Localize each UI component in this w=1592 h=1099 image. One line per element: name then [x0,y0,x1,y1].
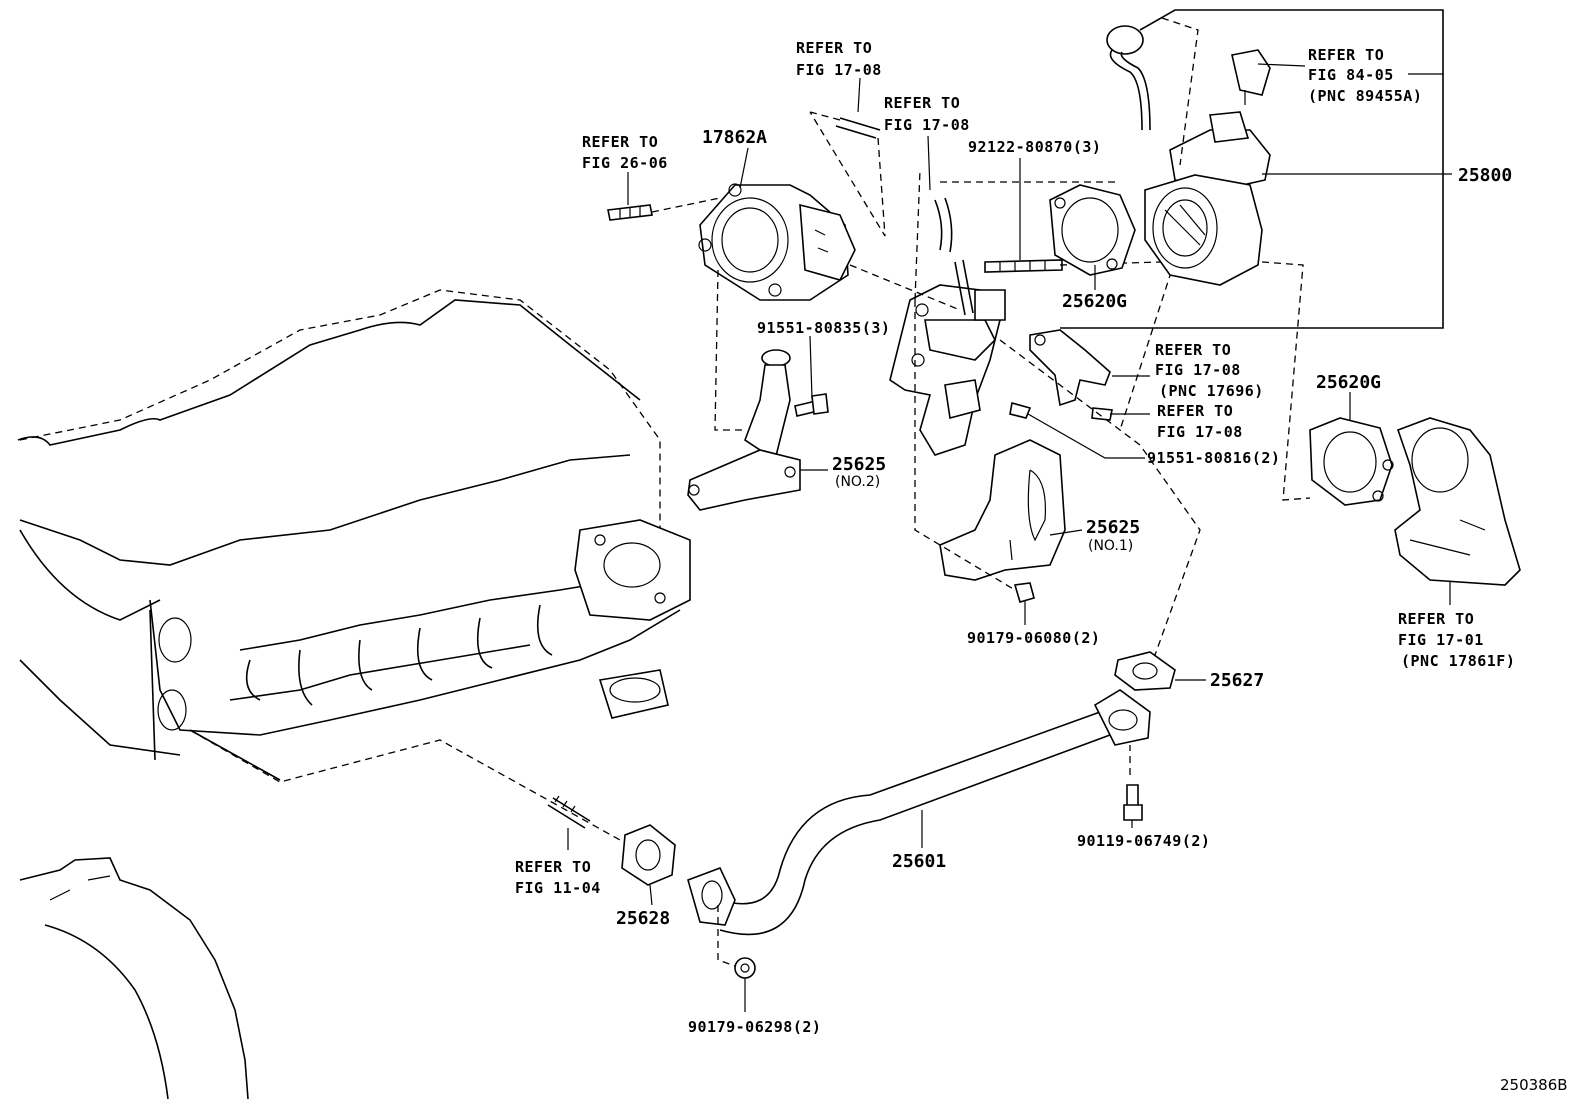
part-25625-no1: 25625 [1086,517,1140,538]
hose-17-08-top [835,117,881,139]
refer-17696-line1: REFER TO [1155,341,1231,359]
gasket-25627 [1114,651,1176,691]
part-90179-06080: 90179-06080(2) [967,629,1100,647]
egr-valve-25800 [1144,111,1271,286]
part-25625-no2: 25625 [832,454,886,475]
part-25628: 25628 [616,908,670,929]
egr-pipe-25601 [687,689,1151,936]
egr-valve-bracket [889,284,1006,456]
engine-block-drawing [17,289,691,1099]
leader-25625-no1 [1049,529,1083,536]
refer-17-08-top-line2: FIG 17-08 [796,61,882,79]
leader-refer-17-08-mid [927,135,931,191]
part-25625-no2-sub: (NO.2) [835,474,880,490]
bracket-25625-no2 [687,349,801,511]
part-25627: 25627 [1210,670,1264,691]
position-sensor-89455a [1231,49,1271,105]
part-92122-80870: 92122-80870(3) [968,138,1101,156]
part-25800: 25800 [1458,165,1512,186]
part-91551-80835: 91551-80835(3) [757,319,890,337]
leader-17862a [739,147,749,189]
bolt-90119-06749 [1123,784,1143,821]
hose-17-08-mid [934,197,974,316]
bracket-17696 [1029,329,1111,407]
part-90179-06298: 90179-06298(2) [688,1018,821,1036]
gasket-25628 [621,824,676,886]
bolt-91551-80816-a [1009,401,1032,419]
leader-refer-84-05 [1257,63,1443,75]
egr-pipe-17861f [1394,417,1521,586]
nut-90179-06080 [1013,582,1035,603]
vacuum-switch-sensor [1106,25,1151,131]
refer-11-04-line1: REFER TO [515,858,591,876]
refer-84-05-line3: (PNC 89455A) [1308,87,1422,105]
refer-17-08-lower-line2: FIG 17-08 [1157,423,1243,441]
heat-shield-25625-no1 [939,439,1066,581]
part-91551-80816: 91551-80816(2) [1147,449,1280,467]
part-25620g-right: 25620G [1316,372,1381,393]
stud-bolt-upper [607,204,653,221]
refer-11-04-line2: FIG 11-04 [515,879,601,897]
refer-17-08-mid-line2: FIG 17-08 [884,116,970,134]
refer-17-01-line3: (PNC 17861F) [1401,652,1515,670]
refer-17696-line3: (PNC 17696) [1159,382,1264,400]
leader-91551-835 [809,335,813,399]
leader-refer-17-08-top [857,77,861,113]
leader-91551-816 [1027,413,1145,459]
throttle-body-17862a [698,183,856,301]
bolt-91551-80835 [794,393,829,417]
leader-25628 [649,884,653,906]
gasket-25620g-right [1309,417,1394,506]
part-25620g-top: 25620G [1062,291,1127,312]
refer-17-08-lower-line1: REFER TO [1157,402,1233,420]
refer-17-01-line1: REFER TO [1398,610,1474,628]
diagram-id: 250386B [1500,1076,1568,1094]
part-17862a: 17862A [702,127,767,148]
part-25625-no1-sub: (NO.1) [1088,538,1133,554]
stud-92122-80870 [984,259,1063,273]
refer-17-08-mid-line1: REFER TO [884,94,960,112]
gasket-25620g-top [1049,184,1136,276]
refer-26-06-line2: FIG 26-06 [582,154,668,172]
refer-17696-line2: FIG 17-08 [1155,361,1241,379]
part-25601: 25601 [892,851,946,872]
refer-17-08-top-line1: REFER TO [796,39,872,57]
bolt-91551-80816-b [1091,407,1113,421]
nut-90179-06298 [734,957,756,979]
stud-bolt-lower [547,795,591,829]
refer-84-05-line1: REFER TO [1308,46,1384,64]
refer-84-05-line2: FIG 84-05 [1308,66,1394,84]
refer-26-06-line1: REFER TO [582,133,658,151]
refer-17-01-line2: FIG 17-01 [1398,631,1484,649]
part-90119-06749: 90119-06749(2) [1077,832,1210,850]
